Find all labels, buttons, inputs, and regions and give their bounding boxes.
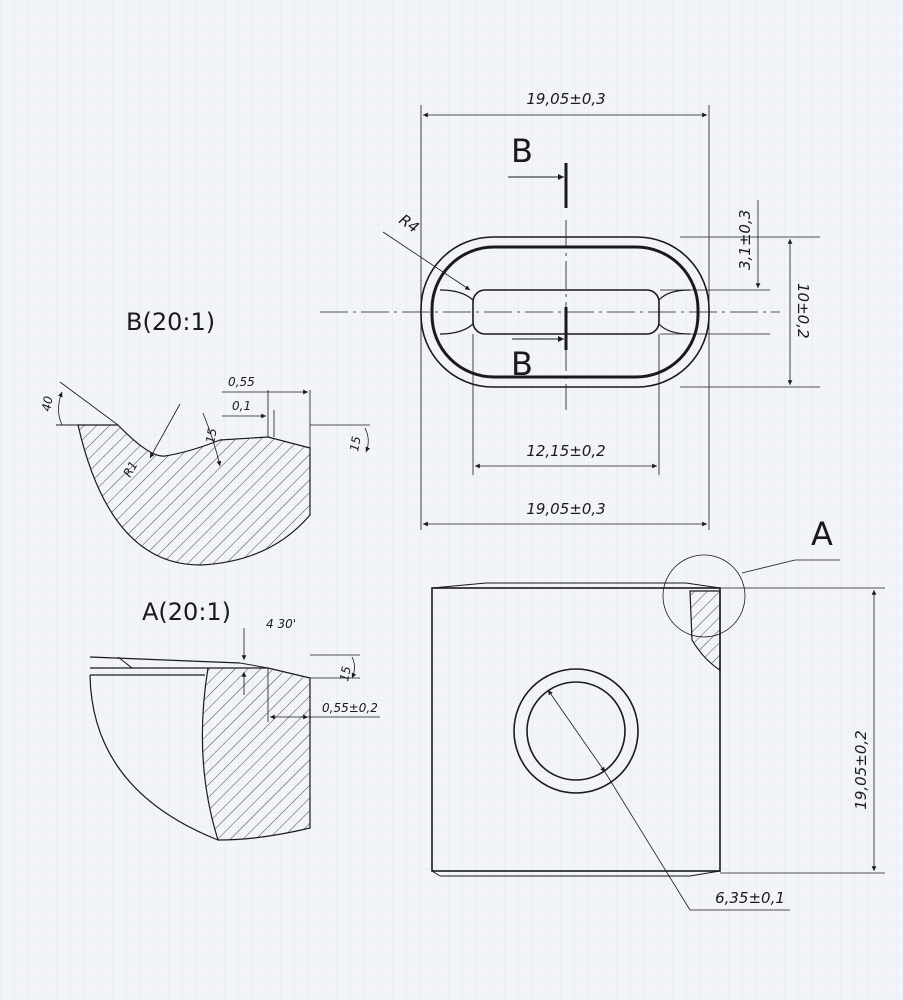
- front-view-body: [431, 587, 721, 872]
- detail-b-section: [77, 424, 311, 566]
- dim-line-hole: [547, 689, 606, 773]
- detail-a-chamfer: 0,55±0,2: [322, 701, 378, 715]
- top-view-flare-left: [439, 289, 474, 335]
- detail-b-labels: B(20:1) 40 R1 0,55 0,1 15 15: [39, 308, 363, 480]
- detail-a: [89, 628, 380, 841]
- detail-a-labels: A(20:1) 4 30' 15 0,55±0,2: [142, 598, 378, 715]
- detail-b: [56, 381, 371, 566]
- detail-a-section: [201, 667, 311, 841]
- dim-height: 10±0,2: [794, 283, 812, 339]
- detail-letter-a: A: [811, 515, 833, 553]
- detail-b-title: B(20:1): [126, 308, 215, 336]
- section-letter-bottom: B: [511, 345, 533, 383]
- front-view-hole-inner: [526, 681, 626, 781]
- dim-width-bottom: 19,05±0,3: [526, 500, 605, 518]
- detail-b-angle-b: 15: [203, 427, 219, 444]
- dim-hole: 6,35±0,1: [715, 889, 785, 907]
- section-letter-top: B: [511, 132, 533, 170]
- detail-b-width-a: 0,55: [228, 375, 255, 389]
- dim-depth: 3,1±0,3: [736, 210, 754, 270]
- front-view: [431, 554, 885, 911]
- top-view: [320, 105, 820, 530]
- dim-line-radius: [382, 231, 471, 291]
- front-view-detail-hatch: [689, 590, 721, 672]
- detail-b-angle-c: 15: [347, 435, 363, 452]
- dim-width-top: 19,05±0,3: [526, 90, 605, 108]
- front-view-hole-outer: [513, 668, 639, 794]
- dim-front-height: 19,05±0,2: [852, 730, 870, 809]
- dim-slot-length: 12,15±0,2: [526, 442, 605, 460]
- detail-a-circle: [662, 554, 746, 638]
- detail-b-angle: 40: [39, 395, 56, 413]
- detail-a-arc: [89, 674, 219, 841]
- detail-b-width-b: 0,1: [232, 399, 251, 413]
- detail-a-title: A(20:1): [142, 598, 231, 626]
- front-view-labels: A 19,05±0,2 6,35±0,1: [715, 515, 870, 907]
- detail-b-radius: R1: [120, 459, 140, 480]
- detail-a-angle: 4 30': [266, 617, 296, 631]
- detail-a-angle-b: 15: [337, 665, 353, 682]
